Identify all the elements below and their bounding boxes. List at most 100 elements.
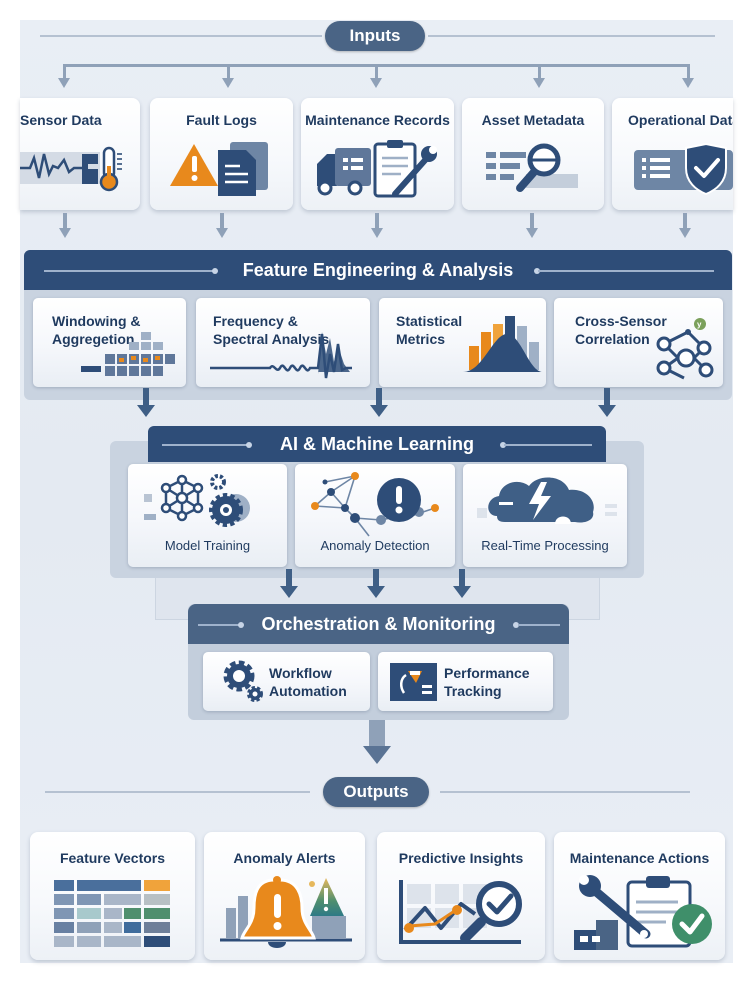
input-card-maintenance-records[interactable]: Maintenance Records [301, 98, 454, 210]
card-title: Asset Metadata [481, 112, 585, 128]
feature-card-frequency[interactable]: Frequency & Spectral Analysis [196, 298, 370, 387]
outputs-rule-left [45, 791, 310, 793]
gears-icon [223, 660, 263, 702]
card-label: Workflow Automation [269, 665, 347, 699]
inputs-label: Inputs [325, 21, 425, 51]
card-label: Cross-Sensor Correlation [575, 313, 667, 347]
card-label: Statistical Metrics [396, 313, 463, 347]
arrow-down-icon [679, 228, 691, 238]
connector [538, 64, 541, 80]
feature-card-windowing[interactable]: Windowing & Aggregetion [33, 298, 186, 387]
header-rule [504, 444, 592, 446]
header-rule [538, 270, 714, 272]
output-card-predictive-insights[interactable]: Predictive Insights [377, 832, 545, 960]
arrow-down-icon [137, 405, 155, 417]
output-card-maintenance-actions[interactable]: Maintenance Actions [554, 832, 725, 960]
arrow-down-icon [363, 746, 391, 764]
connector [227, 64, 230, 80]
orchestration-header: Orchestration & Monitoring [188, 604, 569, 644]
feature-card-cross-sensor[interactable]: Cross-Sensor Correlation y [554, 298, 723, 387]
card-title: Feature Vectors [59, 850, 166, 866]
header-dot [513, 622, 519, 628]
input-card-asset-metadata[interactable]: Asset Metadata [462, 98, 604, 210]
ai-card-model-training[interactable]: Model Training [128, 464, 287, 567]
warning-documents-icon [170, 142, 268, 196]
arrow-down-icon [526, 228, 538, 238]
arrow-down-icon [682, 78, 694, 88]
ai-card-anomaly-detection[interactable]: Anomaly Detection [295, 464, 455, 567]
card-title: Anomaly Detection [320, 538, 430, 553]
arrow-down-icon [222, 78, 234, 88]
card-title: Maintenance Records [305, 112, 450, 128]
sensor-waveform-thermometer-icon [20, 146, 122, 192]
connector [286, 569, 292, 587]
inputs-rule-right [428, 35, 715, 37]
connector [375, 64, 378, 80]
window-grid-icon [81, 332, 175, 376]
histogram-bell-curve-icon [463, 316, 543, 372]
arrow-down-icon [453, 586, 471, 598]
input-card-sensor-data[interactable]: Sensor Data [20, 98, 140, 210]
header-dot [246, 442, 252, 448]
ai-ml-header: AI & Machine Learning [148, 426, 606, 462]
arrow-down-icon [216, 228, 228, 238]
header-dot [212, 268, 218, 274]
data-table-icon [54, 880, 170, 947]
card-label: Performance Tracking [444, 665, 530, 699]
arrow-down-icon [533, 78, 545, 88]
header-dot [238, 622, 244, 628]
connector [459, 569, 465, 587]
inputs-rule-left [40, 35, 322, 37]
orchestration-card-performance[interactable]: Performance Tracking [378, 652, 553, 711]
header-dot [500, 442, 506, 448]
cloud-lightning-icon [477, 477, 617, 524]
input-card-fault-logs[interactable]: Fault Logs [150, 98, 293, 210]
connector [63, 64, 66, 80]
spectrum-wave-icon [210, 332, 352, 379]
alert-bell-icon [220, 876, 352, 948]
svg-text:y: y [697, 320, 702, 329]
card-title: Maintenance Actions [569, 850, 710, 866]
performance-chart-icon [390, 663, 437, 701]
connector [375, 213, 379, 229]
card-title: Model Training [164, 538, 251, 553]
network-alert-icon [311, 472, 439, 537]
connector [683, 213, 687, 229]
outputs-rule-right [440, 791, 690, 793]
network-graph-icon: y [656, 318, 714, 380]
outputs-label: Outputs [323, 777, 429, 807]
orchestration-card-workflow[interactable]: Workflow Automation [203, 652, 370, 711]
arrow-down-icon [371, 228, 383, 238]
header-rule [518, 624, 560, 626]
connector [376, 388, 382, 406]
connector [687, 64, 690, 80]
card-title: Real-Time Processing [481, 538, 609, 553]
wrench-clipboard-check-icon [574, 875, 712, 950]
ai-ml-title: AI & Machine Learning [279, 433, 475, 454]
connector [63, 213, 67, 229]
ai-card-real-time-processing[interactable]: Real-Time Processing [463, 464, 627, 567]
output-card-anomaly-alerts[interactable]: Anomaly Alerts [204, 832, 365, 960]
output-card-feature-vectors[interactable]: Feature Vectors [30, 832, 195, 960]
list-shield-check-icon [634, 142, 733, 196]
header-dot [534, 268, 540, 274]
network-gears-icon [144, 474, 250, 527]
card-title: Operational Data [628, 112, 733, 128]
connector [143, 388, 149, 406]
arrow-down-icon [370, 405, 388, 417]
feature-engineering-header: Feature Engineering & Analysis [24, 250, 732, 290]
feature-card-statistical[interactable]: Statistical Metrics [379, 298, 546, 387]
connector [369, 720, 385, 750]
header-rule [162, 444, 248, 446]
input-card-operational-data[interactable]: Operational Data [612, 98, 733, 210]
arrow-down-icon [59, 228, 71, 238]
truck-clipboard-wrench-icon [317, 140, 437, 198]
card-title: Sensor Data [20, 112, 102, 128]
trend-magnifier-check-icon [399, 880, 522, 944]
header-rule [44, 270, 214, 272]
orchestration-title: Orchestration & Monitoring [261, 613, 496, 634]
card-title: Fault Logs [186, 112, 257, 128]
arrow-down-icon [598, 405, 616, 417]
card-label: Frequency & Spectral Analysis [213, 313, 330, 347]
arrow-down-icon [367, 586, 385, 598]
